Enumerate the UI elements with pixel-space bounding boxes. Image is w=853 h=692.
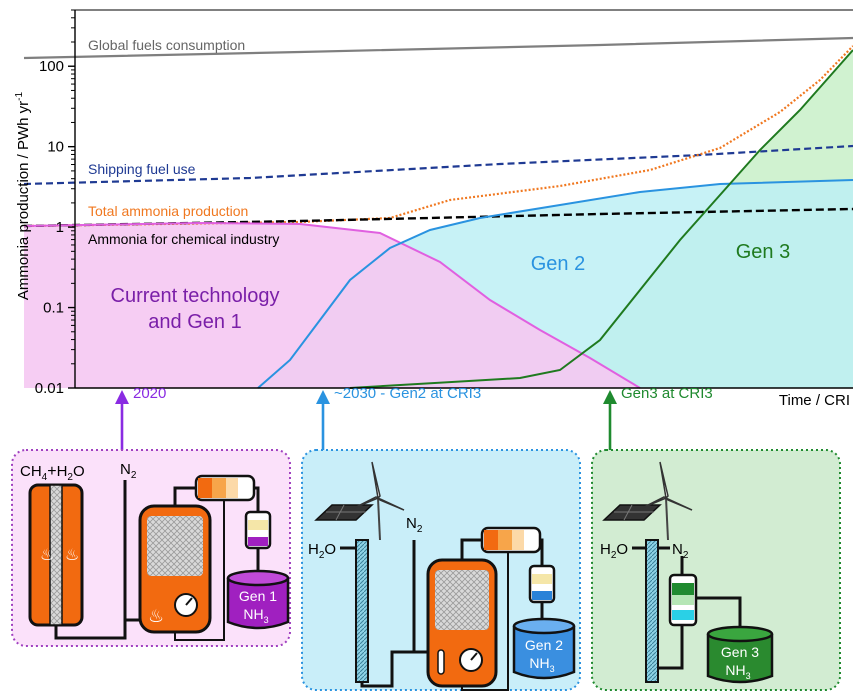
curve-gen1 bbox=[23, 221, 641, 389]
y-tick-label: 100 bbox=[39, 58, 64, 75]
n2-label: N2 bbox=[672, 541, 689, 561]
h2o-label: H2O bbox=[308, 541, 336, 561]
milestone-2030-label: ~2030 - Gen2 at CRI3 bbox=[334, 385, 481, 402]
y-tick-label: 0.1 bbox=[43, 300, 64, 317]
pipe bbox=[174, 500, 225, 641]
label-shipping-fuel: Shipping fuel use bbox=[88, 161, 196, 177]
label-gen3-region: Gen 3 bbox=[736, 241, 790, 263]
curve-gen3 bbox=[349, 49, 853, 389]
label-current-tech-2: and Gen 1 bbox=[148, 311, 241, 333]
electrolyzer-cell bbox=[355, 539, 369, 683]
h2o-label: H2O bbox=[600, 541, 628, 561]
pipe bbox=[460, 538, 486, 565]
tank-label: Gen 2 bbox=[525, 637, 563, 653]
tank-label: Gen 3 bbox=[721, 644, 759, 660]
milestone-gen3-label: Gen3 at CRI3 bbox=[621, 385, 713, 402]
solar-panel-icon bbox=[314, 504, 374, 521]
y-tick-label: 1 bbox=[56, 219, 64, 236]
pipe bbox=[694, 596, 742, 628]
separator-unit bbox=[480, 526, 542, 554]
pipe bbox=[54, 480, 127, 640]
reactor-vessel bbox=[426, 558, 498, 688]
y-ticks: 0.01 0.1 1 10 100 bbox=[35, 9, 75, 397]
milestone-2030: ~2030 - Gen2 at CRI3 bbox=[316, 385, 481, 450]
pipe bbox=[360, 650, 430, 688]
ammonia-tank-gen1: Gen 1 NH3 bbox=[226, 569, 290, 630]
label-global-fuels: Global fuels consumption bbox=[88, 37, 245, 53]
label-gen2-region: Gen 2 bbox=[531, 253, 585, 275]
flame-icon: ♨ bbox=[148, 606, 164, 626]
tank-formula: NH3 bbox=[243, 606, 268, 625]
n2-label: N2 bbox=[406, 515, 423, 535]
milestone-2020-label: 2020 bbox=[133, 385, 166, 402]
ammonia-tank-gen2: Gen 2 NH3 bbox=[512, 617, 576, 680]
curve-total-ammonia bbox=[23, 45, 853, 228]
label-chemical-industry: Ammonia for chemical industry bbox=[88, 231, 279, 247]
curve-gen2 bbox=[257, 179, 853, 389]
storage-vial bbox=[528, 564, 556, 604]
y-tick-label: 0.01 bbox=[35, 380, 64, 397]
solar-panel-icon bbox=[602, 504, 662, 521]
wind-turbine-icon bbox=[353, 461, 405, 541]
chart: 0.01 0.1 1 10 100 Ammonia production / PWh y… bbox=[14, 9, 853, 409]
reactor-vessel: ♨ bbox=[138, 504, 212, 634]
feed-label: CH4+H2O bbox=[20, 463, 85, 483]
tank-formula: NH3 bbox=[725, 662, 750, 681]
pipe bbox=[658, 625, 684, 670]
thermometer-icon bbox=[437, 649, 445, 675]
ammonia-tank-gen3: Gen 3 NH3 bbox=[706, 625, 774, 684]
synthesis-vial bbox=[668, 573, 698, 627]
flame-icon: ♨ bbox=[40, 547, 54, 564]
milestone-gen3: Gen3 at CRI3 bbox=[603, 385, 713, 450]
flame-icon: ♨ bbox=[65, 547, 79, 564]
separator-unit bbox=[194, 474, 256, 502]
label-total-ammonia: Total ammonia production bbox=[88, 203, 248, 219]
storage-vial bbox=[244, 510, 272, 550]
tank-label: Gen 1 bbox=[239, 588, 277, 604]
tank-formula: NH3 bbox=[529, 655, 554, 674]
label-current-tech: Current technology bbox=[111, 285, 280, 307]
n2-label: N2 bbox=[120, 461, 137, 481]
panel-gen2: H2O N2 bbox=[301, 449, 581, 691]
panel-gen1: CH4+H2O N2 ♨ ♨ ♨ bbox=[11, 449, 291, 647]
curve-shipping-fuel bbox=[23, 144, 853, 186]
y-tick-label: 10 bbox=[47, 139, 64, 156]
reformer-vessel: ♨ ♨ bbox=[28, 483, 84, 627]
electrolyzer-cell bbox=[645, 539, 659, 683]
milestone-2020: 2020 bbox=[115, 385, 166, 450]
wind-turbine-icon bbox=[641, 461, 693, 541]
panel-gen3: H2O N2 Gen 3 NH3 bbox=[591, 449, 841, 691]
y-axis-label: Ammonia production / PWh yr-1 bbox=[14, 91, 32, 300]
curve-global-fuels bbox=[23, 36, 853, 60]
x-axis-label: Time / CRI bbox=[779, 392, 850, 409]
